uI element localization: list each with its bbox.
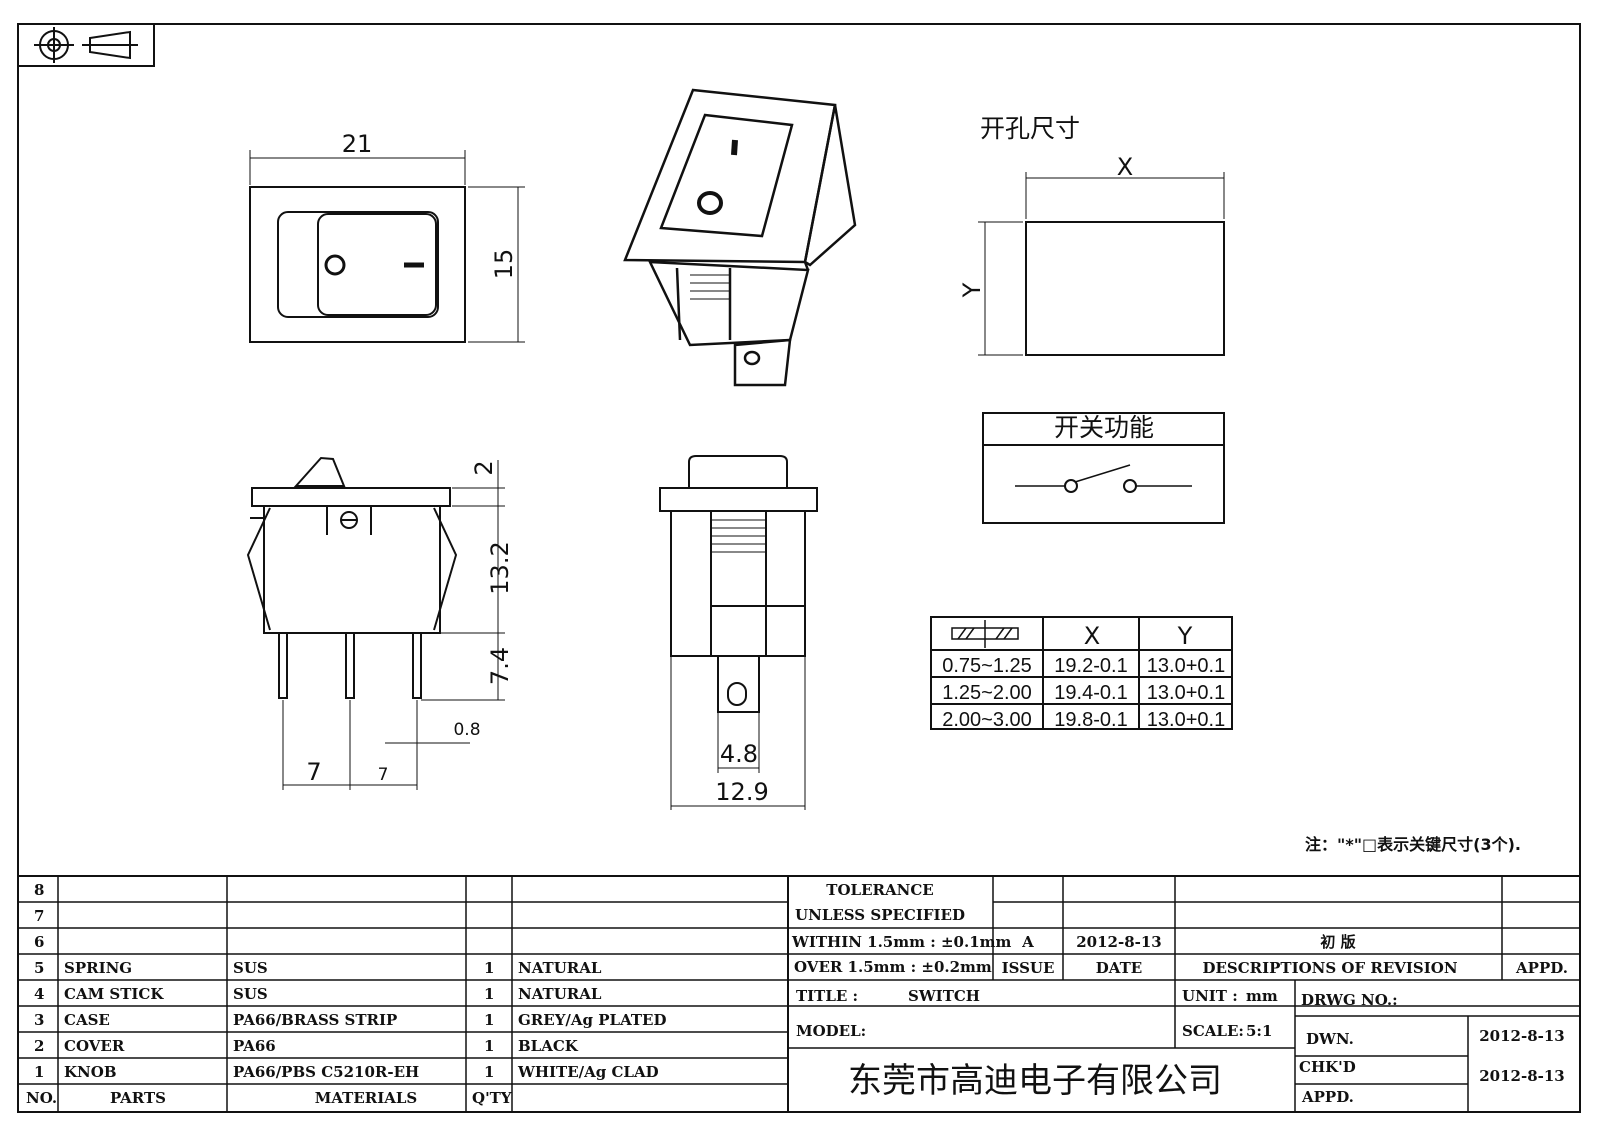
panel-row-3-x: 19.8-0.1	[1054, 709, 1127, 731]
dim-pin-thick: 0.8	[453, 720, 480, 740]
bom-row-8-no: 8	[34, 881, 44, 899]
bom-row-3-material: PA66/BRASS STRIP	[233, 1011, 397, 1029]
revision-value: 初 版	[1320, 933, 1355, 951]
chkd-label: CHK'D	[1299, 1058, 1356, 1076]
model-label: MODEL:	[796, 1022, 866, 1040]
bom-row-5-finish: NATURAL	[518, 959, 602, 977]
scale-label: SCALE:	[1182, 1022, 1244, 1040]
date-value: 2012-8-13	[1076, 933, 1162, 951]
dim-side-pin: 7.4	[486, 647, 514, 685]
bom-row-5-part: SPRING	[64, 959, 132, 977]
date-label: DATE	[1096, 959, 1142, 977]
dim-end-width: 12.9	[715, 778, 768, 806]
appd-label: APPD.	[1515, 959, 1568, 977]
issue-label: ISSUE	[1002, 959, 1055, 977]
cutout-title: 开孔尺寸	[980, 114, 1080, 143]
dwn-date: 2012-8-13	[1479, 1027, 1565, 1045]
function-title: 开关功能	[1054, 413, 1154, 442]
panel-row-1-y: 13.0+0.1	[1147, 655, 1225, 677]
issue-value: A	[1021, 933, 1034, 951]
panel-header-y: Y	[1177, 622, 1193, 650]
scale-value: 5:1	[1246, 1022, 1272, 1040]
bom-header-parts: PARTS	[110, 1089, 166, 1107]
iso-off-mark	[697, 191, 723, 215]
appd2-label: APPD.	[1301, 1088, 1354, 1106]
bom-row-1-finish: WHITE/Ag CLAD	[517, 1063, 659, 1081]
dim-pin-pitch-2: 7	[378, 765, 389, 785]
panel-row-2-x: 19.4-0.1	[1054, 682, 1127, 704]
bom-row-5-material: SUS	[233, 959, 268, 977]
bom-row-3-qty: 1	[484, 1011, 494, 1029]
function-box	[982, 412, 1225, 524]
bom-row-5-no: 5	[34, 959, 44, 977]
bom-row-1-material: PA66/PBS C5210R-EH	[233, 1063, 419, 1081]
bom-row-3-part: CASE	[64, 1011, 110, 1029]
dwn-label: DWN.	[1306, 1030, 1354, 1048]
bom-row-3-finish: GREY/Ag PLATED	[518, 1011, 667, 1029]
bom-row-3-no: 3	[34, 1011, 44, 1029]
front-view	[249, 150, 525, 343]
panel-row-3-y: 13.0+0.1	[1147, 709, 1225, 731]
panel-row-3-range: 2.00~3.00	[942, 709, 1032, 731]
dim-end-terminal: 4.8	[720, 740, 758, 768]
iso-on-mark	[731, 139, 738, 156]
side-view	[246, 456, 505, 790]
tolerance-line-3: WITHIN 1.5mm : ±0.1mm	[791, 933, 1012, 951]
panel-row-1-range: 0.75~1.25	[942, 655, 1032, 677]
dim-side-body: 13.2	[486, 541, 514, 594]
chkd-date: 2012-8-13	[1479, 1067, 1565, 1085]
panel-row-1-x: 19.2-0.1	[1054, 655, 1127, 677]
end-view	[659, 455, 818, 810]
bom-row-2-finish: BLACK	[518, 1037, 579, 1055]
unit-value: mm	[1246, 987, 1278, 1005]
dim-front-height: 15	[490, 249, 518, 280]
unit-label: UNIT :	[1182, 987, 1238, 1005]
bom-row-4-no: 4	[34, 985, 44, 1003]
cutout-x-label: X	[1117, 153, 1133, 181]
company-name: 东莞市高迪电子有限公司	[848, 1061, 1222, 1101]
bom-row-5-qty: 1	[484, 959, 494, 977]
cutout-drawing	[978, 172, 1225, 356]
drwg-label: DRWG NO.:	[1301, 991, 1398, 1009]
projection-symbol-icon	[17, 23, 155, 67]
bom-row-4-qty: 1	[484, 985, 494, 1003]
bom-table: 8 7 6 5 SPRING SUS 1 NATURAL 4 CAM STICK…	[26, 881, 667, 1107]
dim-front-width: 21	[342, 130, 373, 158]
bom-header-qty: Q'TY	[472, 1089, 512, 1107]
isometric-view	[623, 88, 857, 387]
bom-row-2-material: PA66	[233, 1037, 276, 1055]
bom-row-2-part: COVER	[64, 1037, 125, 1055]
bom-row-1-qty: 1	[484, 1063, 494, 1081]
panel-header-x: X	[1084, 622, 1100, 650]
cutout-y-label: Y	[958, 282, 986, 298]
title-label: TITLE :	[796, 987, 858, 1005]
sheet-border	[17, 23, 1581, 1113]
panel-thickness-icon	[951, 620, 1019, 648]
panel-row-2-y: 13.0+0.1	[1147, 682, 1225, 704]
desc-label: DESCRIPTIONS OF REVISION	[1202, 959, 1457, 977]
panel-row-2-range: 1.25~2.00	[942, 682, 1032, 704]
tolerance-line-4: OVER 1.5mm : ±0.2mm	[794, 958, 992, 976]
bom-row-2-qty: 1	[484, 1037, 494, 1055]
bom-row-2-no: 2	[34, 1037, 44, 1055]
panel-thickness-table	[930, 616, 1233, 730]
bom-row-6-no: 6	[34, 933, 44, 951]
bom-row-1-no: 1	[34, 1063, 44, 1081]
bom-header-no: NO.	[26, 1089, 57, 1107]
title-value: SWITCH	[908, 987, 980, 1005]
dim-pin-pitch-1: 7	[306, 758, 321, 786]
bom-row-1-part: KNOB	[64, 1063, 117, 1081]
bom-row-4-material: SUS	[233, 985, 268, 1003]
bom-row-4-finish: NATURAL	[518, 985, 602, 1003]
tolerance-line-2: UNLESS SPECIFIED	[795, 906, 965, 924]
dim-side-top: 2	[470, 460, 498, 475]
title-block: TOLERANCE UNLESS SPECIFIED WITHIN 1.5mm …	[791, 881, 1568, 1106]
bom-row-7-no: 7	[34, 907, 44, 925]
drawing-note: 注："*"□表示关键尺寸(3个).	[1305, 835, 1521, 854]
bom-header-materials: MATERIALS	[315, 1089, 418, 1107]
bom-row-4-part: CAM STICK	[64, 985, 164, 1003]
tolerance-line-1: TOLERANCE	[826, 881, 933, 899]
bom-grid	[18, 875, 1580, 1112]
